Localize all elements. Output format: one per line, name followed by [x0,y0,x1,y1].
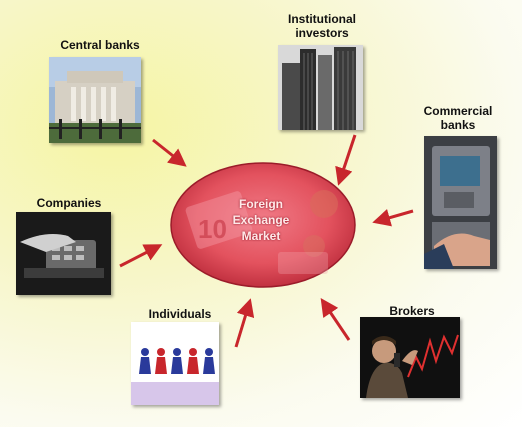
arrow-companies [119,244,163,268]
arrow-individuals [234,298,255,348]
label-commercial-banks: Commercial banks [423,104,493,132]
arrow-central-banks [152,138,187,167]
companies-photo [16,212,111,295]
individuals-photo [131,322,219,405]
forex-market-ellipse: 10 [170,162,356,288]
institutional-investors-photo [278,45,363,130]
forex-market-label: Foreign Exchange Market [232,197,290,243]
label-institutional-investors: Institutional investors [288,12,356,40]
svg-text:10: 10 [198,214,227,244]
commercial-banks-photo [424,136,497,269]
label-central-banks: Central banks [60,38,140,52]
arrow-institutional-investors [335,134,357,186]
label-individuals: Individuals [148,307,212,321]
arrow-commercial-banks [372,209,414,227]
label-companies: Companies [36,196,102,210]
arrow-brokers [320,298,351,341]
brokers-photo [360,317,460,398]
central-banks-photo [49,57,141,143]
label-brokers: Brokers [389,304,435,318]
